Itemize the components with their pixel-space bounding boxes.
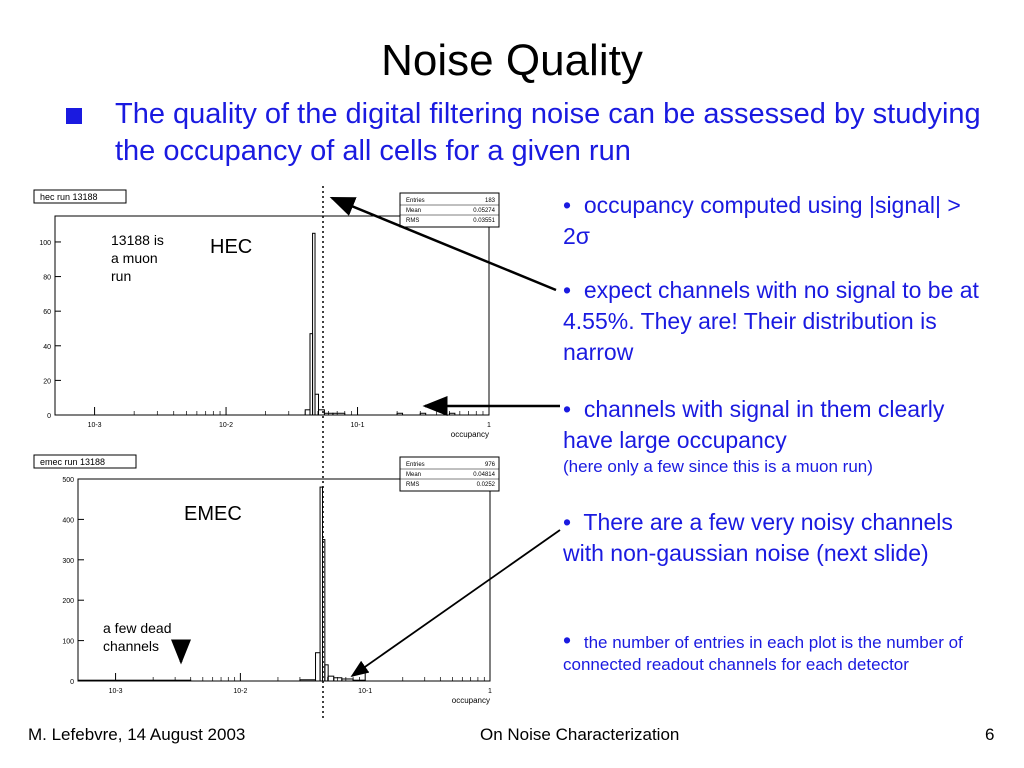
emec-stat-label: RMS xyxy=(406,482,419,488)
right-bullet-text: expect channels with no signal to be at … xyxy=(563,277,979,365)
emec-histogram-title: emec run 13188 xyxy=(40,457,105,467)
hec-plot-frame xyxy=(54,215,490,416)
emec-y-tick-label: 300 xyxy=(62,558,74,565)
footer-page-number: 6 xyxy=(985,725,995,744)
hec-y-tick-label: 60 xyxy=(43,309,51,316)
hec-note: 13188 is a muon run xyxy=(111,231,164,285)
right-bullet-text: There are a few very noisy channels with… xyxy=(563,509,953,566)
right-bullet-4: • There are a few very noisy channels wi… xyxy=(563,507,993,569)
dot-bullet-icon: • xyxy=(563,627,584,653)
emec-note: a few dead channels xyxy=(103,619,172,655)
emec-histogram-bin xyxy=(315,652,321,682)
hec-histogram: hec run 13188 0 20 40 60 80 100 10-3 10-2 10-1 1o… xyxy=(33,189,500,439)
emec-histogram-bin xyxy=(352,679,366,682)
hec-stats-box xyxy=(399,192,500,228)
emec-label: EMEC xyxy=(184,503,242,525)
dot-bullet-icon: • xyxy=(563,396,584,422)
hec-histogram-bin xyxy=(332,412,346,416)
hec-y-tick-label: 20 xyxy=(43,378,51,385)
hec-y-tick-label: 40 xyxy=(43,344,51,351)
emec-x-tick-label: 10-2 xyxy=(233,688,247,695)
footer-author-date: M. Lefebvre, 14 August 2003 xyxy=(28,725,246,744)
hec-histogram-title: hec run 13188 xyxy=(40,192,98,202)
hec-histogram-bin xyxy=(419,412,427,416)
hec-note-line: run xyxy=(111,268,132,284)
emec-stat-value: 0.04814 xyxy=(473,472,495,478)
emec-y-tick-label: 500 xyxy=(62,477,74,484)
dot-bullet-icon: • xyxy=(563,277,584,303)
slide-title: Noise Quality xyxy=(381,36,643,85)
hec-note-line: a muon xyxy=(111,250,158,266)
emec-x-tick-label: 1 xyxy=(488,688,492,695)
hec-title-box xyxy=(33,189,127,204)
emec-stats-box xyxy=(399,456,500,492)
right-bullet-note: (here only a few since this is a muon ru… xyxy=(563,457,873,476)
emec-histogram-bin xyxy=(327,675,335,682)
hec-x-axis-label: occupancy xyxy=(451,430,489,439)
hec-histogram-bin xyxy=(448,412,456,416)
dot-bullet-icon: • xyxy=(563,509,584,535)
emec-x-tick-label: 10-1 xyxy=(358,688,372,695)
hec-histogram-bin xyxy=(318,409,325,416)
emec-histogram-bin xyxy=(341,678,354,682)
hec-y-tick-label: 100 xyxy=(39,240,51,247)
hec-x-tick-label: 10-1 xyxy=(351,422,365,429)
hec-histogram-bin xyxy=(314,393,320,416)
hec-stat-value: 0.05274 xyxy=(473,208,495,214)
right-bullet-text: channels with signal in them clearly hav… xyxy=(563,396,945,453)
emec-title-box xyxy=(33,454,137,469)
emec-stat-value: 0.0252 xyxy=(477,482,496,488)
hec-label: HEC xyxy=(210,236,253,258)
emec-x-axis-label: occupancy xyxy=(452,696,490,705)
right-bullet-text: the number of entries in each plot is th… xyxy=(563,633,963,674)
hec-x-tick-label: 10-2 xyxy=(219,422,233,429)
emec-stat-value: 976 xyxy=(485,462,496,468)
hec-stat-label: RMS xyxy=(406,218,419,224)
emec-x-tick-label: 10-3 xyxy=(109,688,123,695)
arrow-to-noisy-channels xyxy=(350,529,561,678)
hec-histogram-bin xyxy=(304,409,311,416)
hec-stat-value: 183 xyxy=(485,198,496,204)
emec-histogram-bin xyxy=(324,664,329,682)
emec-y-tick-label: 400 xyxy=(62,517,74,524)
hec-note-line: 13188 is xyxy=(111,232,164,248)
hec-x-tick-label: 10-3 xyxy=(88,422,102,429)
hec-y-tick-label: 0 xyxy=(47,413,51,420)
emec-y-tick-label: 100 xyxy=(62,639,74,646)
hec-stat-label: Entries xyxy=(406,198,425,204)
main-bullet-text: The quality of the digital filtering noi… xyxy=(115,98,981,167)
emec-stat-label: Mean xyxy=(406,472,421,478)
right-bullet-3: • channels with signal in them clearly h… xyxy=(563,394,993,478)
right-bullet-5: • the number of entries in each plot is … xyxy=(563,629,993,676)
arrow-to-narrow-peak xyxy=(329,196,557,292)
emec-stat-label: Entries xyxy=(406,462,425,468)
square-bullet-icon xyxy=(66,108,82,124)
dot-bullet-icon: • xyxy=(563,192,584,218)
hec-stat-label: Mean xyxy=(406,208,421,214)
emec-note-line: channels xyxy=(103,638,160,654)
right-bullet-text: occupancy computed using |signal| > 2σ xyxy=(563,192,961,249)
emec-histogram-bin xyxy=(77,679,192,682)
hec-histogram-bin xyxy=(312,232,316,416)
hec-y-tick-label: 80 xyxy=(43,275,51,282)
hec-histogram-bin xyxy=(396,412,404,416)
emec-y-tick-label: 0 xyxy=(70,679,74,686)
emec-histogram-bin xyxy=(322,539,326,682)
right-bullet-2: • expect channels with no signal to be a… xyxy=(563,275,993,368)
emec-histogram: emec run 13188 0 100 200 300 400 500 10-3 10-2 1… xyxy=(33,454,500,705)
emec-histogram-bin xyxy=(299,679,317,682)
right-bullet-1: • occupancy computed using |signal| > 2σ xyxy=(563,190,993,252)
hec-x-tick-label: 1 xyxy=(487,422,491,429)
footer-presentation-title: On Noise Characterization xyxy=(480,725,680,744)
emec-note-line: a few dead xyxy=(103,620,172,636)
hec-stat-value: 0.03551 xyxy=(473,218,495,224)
emec-y-tick-label: 200 xyxy=(62,598,74,605)
